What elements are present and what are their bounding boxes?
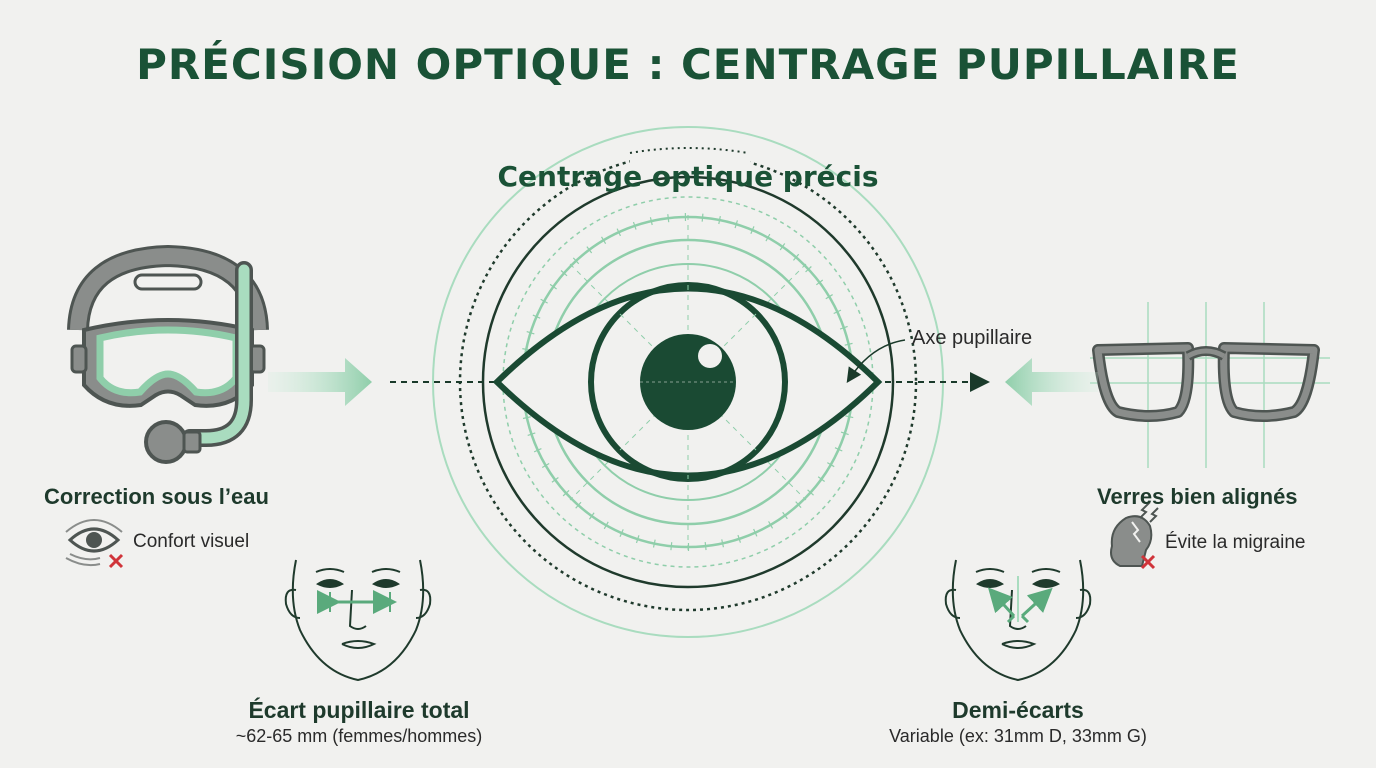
right-heading: Verres bien alignés [1097,484,1298,509]
caption-right-detail: Variable (ex: 31mm D, 33mm G) [889,726,1147,746]
page-title: PRÉCISION OPTIQUE : CENTRAGE PUPILLAIRE [136,40,1240,89]
caption-left: Écart pupillaire total ~62-65 mm (femmes… [200,697,518,747]
caption-right-heading: Demi-écarts [952,697,1084,723]
right-benefit: Évite la migraine [1165,532,1306,553]
axis-label: Axe pupillaire [912,327,1033,349]
blurry-eye-icon [65,519,123,567]
caption-right: Demi-écarts Variable (ex: 31mm D, 33mm G… [858,697,1178,747]
cross-mark-icon [108,553,124,569]
half-distance-arrows [987,576,1053,624]
caption-left-heading: Écart pupillaire total [248,697,470,723]
axis-label-pointer [846,339,906,383]
left-benefit: Confort visuel [133,531,250,552]
center-heading: Centrage optique précis [497,160,879,193]
cross-mark-icon [1140,554,1156,570]
eye-icon [492,282,883,482]
arrow-icon [1005,358,1098,406]
caption-left-detail: ~62-65 mm (femmes/hommes) [235,726,483,746]
snorkel-icon [144,261,253,464]
headache-icon [1110,501,1159,567]
arrow-icon [268,358,372,406]
pupil-distance-arrow [317,590,397,614]
eyeglasses-icon [1090,302,1330,468]
face-icon [284,559,432,682]
face-icon [944,559,1092,682]
left-heading: Correction sous l’eau [44,484,269,509]
